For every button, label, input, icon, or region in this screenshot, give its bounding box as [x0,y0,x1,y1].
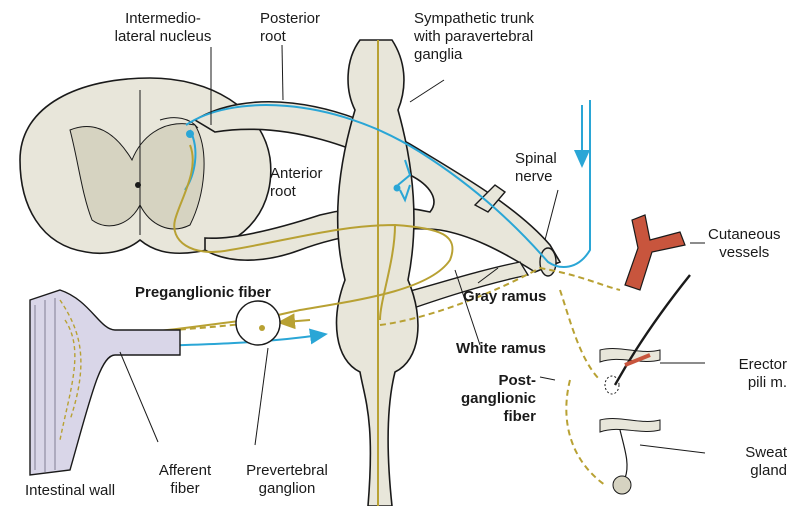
cutaneous-vessels [625,215,685,290]
label-intestinal-wall: Intestinal wall [25,482,115,500]
prevertebral-ganglion [236,301,280,345]
label-intermediolateral-nucleus: Intermedio-lateral nucleus [108,10,218,46]
preganglionic-arrow [285,320,310,322]
intestinal-wall [30,290,180,475]
spinal-cord [20,78,271,253]
erector-pili [600,275,690,394]
label-white-ramus: White ramus [456,340,546,358]
central-canal [135,182,141,188]
label-preganglionic-fiber: Preganglionic fiber [135,284,271,302]
sweat-gland [600,419,660,494]
label-gray-ramus: Gray ramus [463,288,546,306]
